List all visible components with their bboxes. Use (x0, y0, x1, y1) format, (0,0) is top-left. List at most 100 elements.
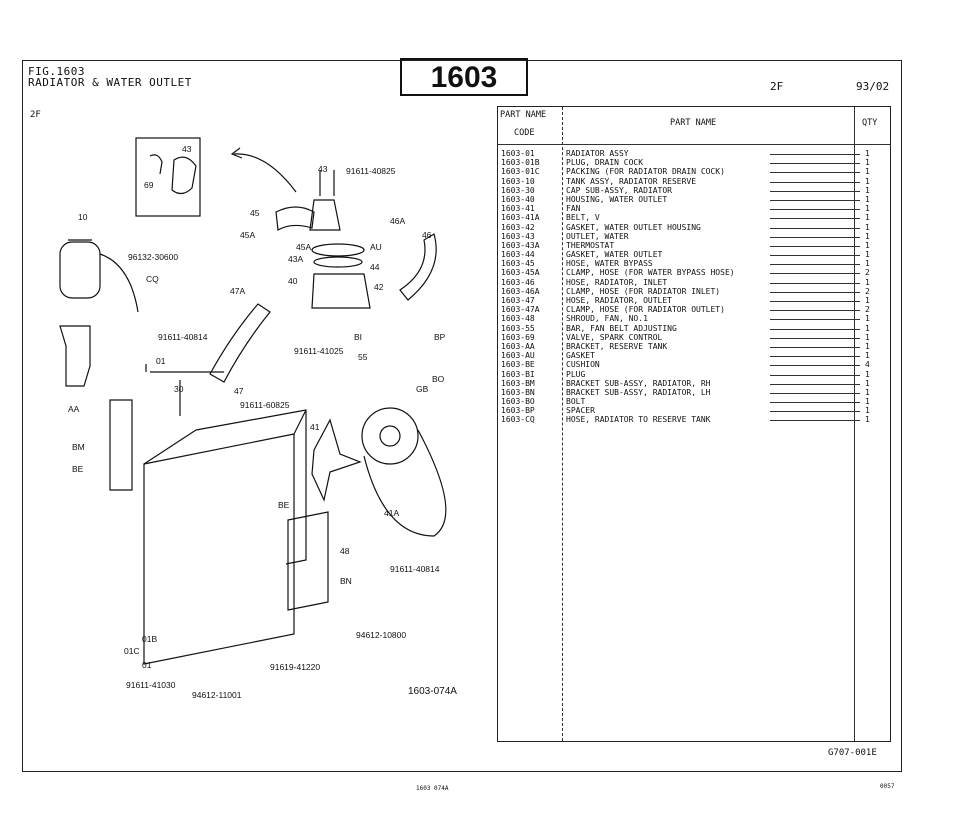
part-qty: 1 (865, 204, 870, 214)
figure-number-box: 1603 (400, 58, 528, 96)
part-qty: 1 (865, 296, 870, 305)
callout-label: BO (432, 374, 445, 384)
leader-dash (770, 209, 860, 211)
part-qty: 1 (865, 277, 870, 287)
part-code: 1603-46A (501, 286, 540, 296)
leader-dash (770, 346, 860, 348)
table-footer-code: G707-001E (828, 748, 877, 758)
part-qty: 4 (865, 360, 870, 370)
part-qty: 2 (865, 286, 870, 296)
part-code: 1603-44 (501, 250, 535, 260)
inset-box (135, 137, 201, 217)
leader-dash (770, 227, 860, 229)
col-divider (854, 107, 855, 741)
callout-label: 47A (230, 286, 245, 296)
leader-dash (770, 218, 860, 220)
part-code: 1603-01B (501, 158, 540, 168)
fig-number: FIG.1603 (28, 65, 85, 78)
part-code: 1603-BM (501, 378, 535, 388)
part-name: HOSE, RADIATOR TO RESERVE TANK (566, 415, 711, 425)
bracket-bm (109, 399, 133, 491)
part-code: 1603-47 (501, 296, 535, 305)
part-qty: 1 (865, 314, 870, 324)
part-qty: 1 (865, 341, 870, 351)
part-name: HOUSING, WATER OUTLET (566, 194, 668, 204)
part-code: 1603-10 (501, 176, 535, 186)
fig-title: RADIATOR & WATER OUTLET (28, 76, 192, 89)
callout-label: 01 (156, 356, 166, 366)
leader-dash (770, 402, 860, 404)
leader-dash (770, 365, 860, 367)
inset-arrow (233, 153, 297, 193)
callout-label: 43 (318, 164, 328, 174)
callout-label: 46A (390, 216, 405, 226)
callout-label: 30 (174, 384, 184, 394)
callout-label: 43 (182, 144, 192, 154)
part-name: HOSE, WATER BYPASS (566, 259, 653, 269)
part-code: 1603-01C (501, 167, 540, 177)
leader-dash (770, 190, 860, 192)
part-code: 1603-BI (501, 369, 535, 379)
callout-label: BP (434, 332, 446, 342)
part-name: SPACER (566, 406, 595, 416)
leader-dash (770, 255, 860, 257)
leader-dash (770, 163, 860, 165)
part-name: HOSE, RADIATOR, OUTLET (566, 296, 672, 305)
part-name: CLAMP, HOSE (FOR RADIATOR INLET) (566, 286, 721, 296)
part-code: 1603-69 (501, 332, 535, 342)
callout-label: 44 (370, 262, 380, 272)
leader-dash (770, 310, 860, 312)
callout-label: BN (340, 576, 352, 586)
callout-label: 01C (124, 646, 140, 656)
callout-label: 43A (288, 254, 303, 264)
part-name: BRACKET, RESERVE TANK (566, 341, 668, 351)
leader-dash (770, 245, 860, 247)
leader-dash (770, 154, 860, 155)
part-qty: 1 (865, 222, 870, 232)
part-qty: 1 (865, 406, 870, 416)
part-name: GASKET (566, 351, 595, 361)
callout-label: 91611-41030 (126, 680, 176, 690)
col-header-partname-code-1: PART NAME (500, 110, 547, 120)
header-divider (498, 144, 890, 145)
part-name: CLAMP, HOSE (FOR RADIATOR OUTLET) (566, 305, 725, 315)
callout-label: 91611-40825 (346, 166, 396, 176)
part-code: 1603-01 (501, 149, 535, 158)
part-qty: 1 (865, 194, 870, 204)
part-name: RADIATOR ASSY (566, 149, 629, 158)
callout-label: 01 (142, 660, 152, 670)
leader-dash (770, 199, 860, 201)
callout-label: BM (72, 442, 85, 452)
model-code-left: 2F (30, 110, 41, 120)
callout-label: 45A (240, 230, 255, 240)
part-qty: 1 (865, 351, 870, 361)
part-name: PACKING (FOR RADIATOR DRAIN COCK) (566, 167, 725, 177)
part-name: CLAMP, HOSE (FOR WATER BYPASS HOSE) (566, 268, 735, 278)
part-name: GASKET, WATER OUTLET HOUSING (566, 222, 701, 232)
leader-dash (770, 264, 860, 266)
part-name: TANK ASSY, RADIATOR RESERVE (566, 176, 697, 186)
callout-label: 01B (142, 634, 157, 644)
callout-label: 48 (340, 546, 350, 556)
part-name: GASKET, WATER OUTLET (566, 250, 663, 260)
part-qty: 1 (865, 332, 870, 342)
part-qty: 1 (865, 387, 870, 397)
part-code: 1603-43A (501, 240, 540, 250)
part-qty: 1 (865, 415, 870, 425)
